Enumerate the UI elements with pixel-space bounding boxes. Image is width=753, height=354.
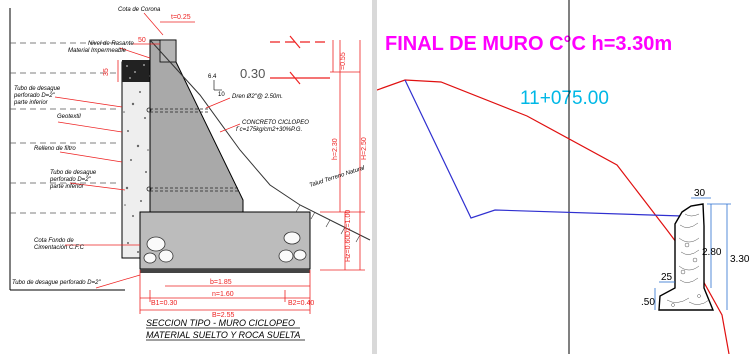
label-nivel-rasante: Nivel de Rasante [88, 41, 134, 47]
rock-fill [143, 231, 307, 264]
dim-hz-060: Hz=0.60 [345, 236, 352, 262]
dim-n-160: n=1.60 [212, 291, 234, 298]
label-cota-fondo-line2: Cimentación C.F.C [34, 245, 85, 251]
design-profile-line [404, 79, 683, 219]
label-material-impermeable: Material Impermeable [68, 48, 127, 54]
profile-dim-25: 25 [661, 272, 673, 283]
dim-B-255: B=2.55 [212, 312, 234, 319]
dim-35: 35 [103, 68, 110, 76]
profile-dim-330: 3.30 [730, 254, 750, 265]
section-title-line1: SECCION TIPO - MURO CICLOPEO [146, 318, 295, 328]
label-concreto-line1: CONCRETO CICLOPEO [242, 120, 309, 126]
dim-b1: B1=0.30 [151, 300, 177, 307]
wall-stem-top [159, 39, 177, 63]
label-concreto-line2: f´c=175kg/cm2+30%P.G. [236, 127, 302, 133]
terrain-profile-line [377, 79, 730, 354]
slope-horizontal-text: 10 [218, 92, 225, 98]
level-mark [270, 35, 330, 85]
section-drawing: 0.30 6.4 10 [9, 7, 371, 341]
dim-top-50: 50 [138, 37, 146, 44]
leader-lines [54, 12, 241, 289]
label-dren: Dren Ø2"@ 2.50m. [232, 94, 283, 100]
profile-dim-280: 2.80 [702, 247, 722, 258]
dim-H-250: H=2.50 [361, 137, 368, 160]
label-geotextil: Geotextil [57, 114, 81, 120]
dim-dz-100: Dz=1.00 [345, 210, 352, 236]
label-talud: Talud Terreno Natural [309, 165, 366, 189]
label-tubo1-line2: perforado D=2" [13, 93, 56, 99]
dim-055: =0.55 [340, 52, 347, 70]
label-tubo1-line1: Tubo de desague [14, 86, 61, 92]
dim-t-top: t=0.25 [171, 14, 191, 21]
label-relleno-filtro: Relleno de filtro [34, 146, 76, 152]
wall-elevation [658, 203, 715, 311]
footing-base-line [140, 269, 310, 273]
label-tubo2-line3: parte inferior [49, 184, 85, 190]
label-tubo2-line2: perforado D=2" [49, 177, 92, 183]
dim-b2: B2=0.40 [288, 300, 314, 307]
station-label: 11+075.00 [520, 88, 609, 109]
label-tubo1-line3: parte inferior [13, 100, 49, 106]
natural-terrain-line [149, 39, 371, 241]
panel-divider [372, 0, 377, 354]
profile-dim-30: 30 [694, 188, 706, 199]
pipe-circles [146, 107, 152, 192]
drain-pipes [150, 108, 238, 192]
section-drawing-panel: 0.30 6.4 10 [0, 0, 372, 354]
wall-texture [666, 213, 710, 307]
label-tubo-bottom: Tubo de desague perforado D=2" [12, 280, 101, 286]
dim-h-230: h=2.30 [332, 138, 339, 160]
label-cota-corona: Cota de Corona [118, 7, 161, 13]
profile-dim-50: .50 [641, 297, 655, 308]
profile-panel: FINAL DE MURO C°C h=3.30m 11+075.00 [377, 0, 753, 354]
label-tubo2-line1: Tubo de desague [50, 170, 97, 176]
slope-indicator [213, 80, 222, 91]
impermeable-cap [122, 60, 158, 82]
profile-drawing: FINAL DE MURO C°C h=3.30m 11+075.00 [377, 0, 750, 354]
dashed-reference-lines [10, 42, 120, 214]
label-cota-fondo-line1: Cota Fondo de [34, 238, 74, 244]
wall-body [149, 39, 244, 213]
dim-b-185: b=1.85 [210, 279, 232, 286]
section-title-line2: MATERIAL SUELTO Y ROCA SUELTA [146, 330, 300, 340]
slope-vertical-text: 6.4 [208, 74, 217, 80]
dimension-lines [117, 21, 365, 314]
level-value-text: 0.30 [240, 66, 265, 81]
profile-title: FINAL DE MURO C°C h=3.30m [385, 33, 672, 55]
terrain-hatch [295, 204, 361, 243]
profile-dimension-lines [654, 197, 731, 310]
